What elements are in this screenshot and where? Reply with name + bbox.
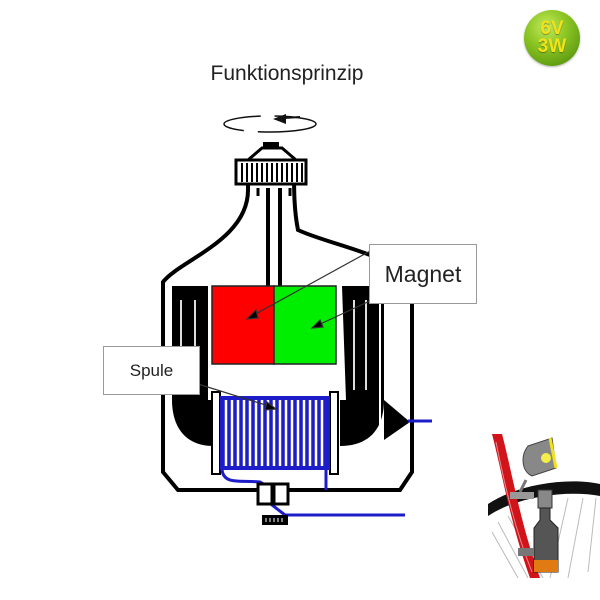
coil-pointer-arrow: [197, 383, 278, 411]
badge-voltage: 6V: [540, 18, 564, 39]
headlight-icon: [518, 437, 558, 493]
magnet-label: Magnet: [369, 244, 477, 304]
stator-right: [340, 286, 432, 446]
rotation-arrow-icon: [223, 114, 317, 133]
terminal: [256, 482, 290, 525]
dynamo-icon: [510, 489, 559, 573]
magnet-north-pole: [211, 285, 275, 365]
bicycle-dynamo-illustration: [488, 434, 600, 578]
magnet: [211, 285, 337, 365]
diagram-title: Funktionsprinzip: [210, 62, 364, 85]
drive-wheel: [234, 142, 308, 186]
magnet-pointer-arrows: [245, 249, 373, 329]
bike-fork: [492, 434, 540, 578]
coil-label: Spule: [103, 346, 200, 395]
coil: [211, 391, 339, 475]
badge-wattage: 3W: [537, 36, 567, 57]
power-rating-badge: 6V 3W: [524, 10, 580, 66]
shaft: [256, 188, 292, 286]
magnet-south-pole: [273, 285, 337, 365]
